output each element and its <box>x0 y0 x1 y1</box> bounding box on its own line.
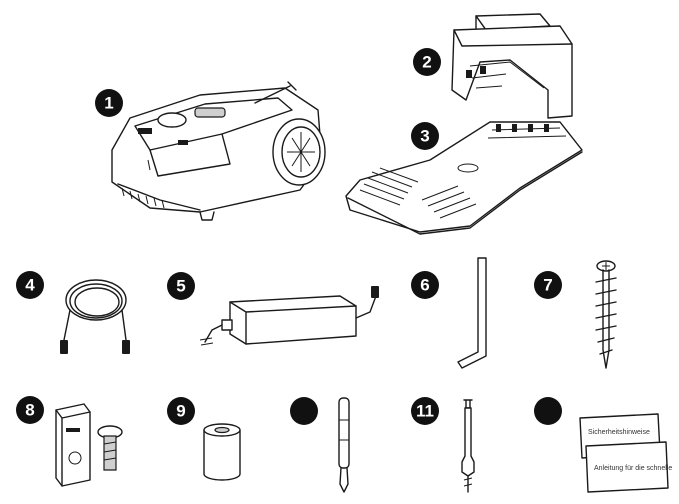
document-title-1: Sicherheitshinweise <box>588 429 650 436</box>
badge-10 <box>290 397 318 425</box>
badge-7: 7 <box>534 271 562 299</box>
anchor-illustration <box>461 399 475 493</box>
badge-8-number: 8 <box>25 401 34 420</box>
badge-4: 4 <box>16 271 44 299</box>
bracket-illustration <box>55 403 123 487</box>
badge-7-number: 7 <box>543 276 552 295</box>
item-3-station-base: 3 <box>345 121 583 235</box>
badge-9-number: 9 <box>176 402 185 421</box>
item-6-hex-key: 6 <box>411 257 487 369</box>
badge-4-number: 4 <box>25 276 35 295</box>
badge-9: 9 <box>167 397 195 425</box>
badge-1-number: 1 <box>104 94 113 113</box>
item-10-peg <box>290 397 350 493</box>
cover-illustration <box>451 13 573 119</box>
badge-2-number: 2 <box>422 53 431 72</box>
badge-3-number: 3 <box>420 127 429 146</box>
documents-illustration: Sicherheitshinweise Anleitung für die sc… <box>579 413 672 493</box>
badge-6-number: 6 <box>420 276 429 295</box>
cable-illustration <box>60 279 130 354</box>
badge-11-number: 11 <box>416 402 434 421</box>
item-1-robotic-mower: 1 <box>95 81 326 221</box>
item-5-power-supply: 5 <box>167 272 379 346</box>
item-7-ground-screw: 7 <box>534 260 617 369</box>
item-2-station-cover: 2 <box>413 13 573 119</box>
cylinder-illustration <box>203 423 241 481</box>
item-12-documents: Sicherheitshinweise Anleitung für die sc… <box>534 397 672 493</box>
item-9-cylinder: 9 <box>167 397 241 481</box>
item-4-cable: 4 <box>16 271 130 354</box>
badge-2: 2 <box>413 48 441 76</box>
badge-12 <box>534 397 562 425</box>
badge-6: 6 <box>411 271 439 299</box>
badge-1: 1 <box>95 89 123 117</box>
badge-3: 3 <box>411 122 439 150</box>
power-supply-illustration <box>199 286 379 346</box>
badge-11: 11 <box>411 397 439 425</box>
base-illustration <box>345 121 583 235</box>
badge-5-number: 5 <box>176 277 185 296</box>
badge-8: 8 <box>16 396 44 424</box>
document-title-2: Anleitung für die schnelle <box>594 465 672 472</box>
item-11-ground-anchor: 11 <box>411 397 475 493</box>
hex-key-illustration <box>457 257 487 369</box>
item-8-bracket: 8 <box>16 396 123 487</box>
badge-5: 5 <box>167 272 195 300</box>
peg-illustration <box>338 397 350 493</box>
mower-illustration <box>111 81 326 221</box>
screw-illustration <box>595 260 617 369</box>
